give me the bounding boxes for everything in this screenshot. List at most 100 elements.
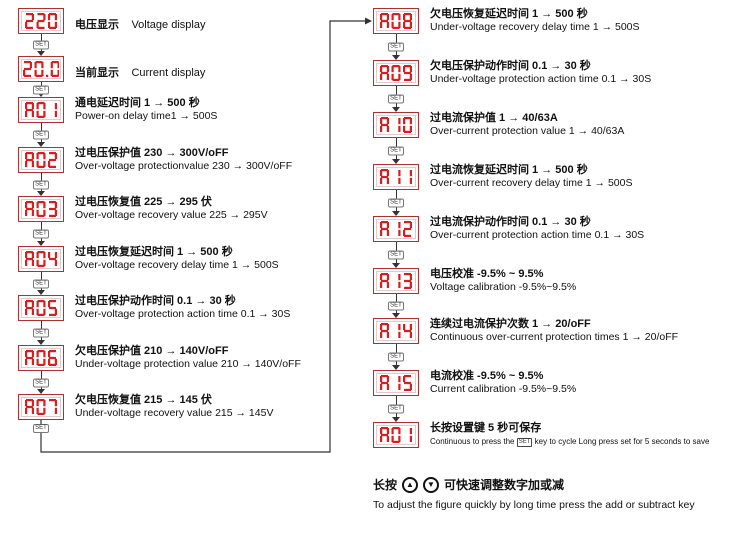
flow-item-a08: 欠电压恢复延迟时间 1 → 500 秒 Under-voltage recove…	[373, 8, 640, 34]
arrow-down-icon	[37, 51, 45, 56]
triangle-up-icon: ▲	[406, 479, 414, 489]
item-label-zh: 欠电压恢复延迟时间 1 → 500 秒	[430, 8, 588, 20]
set-key-icon: SET	[33, 328, 49, 338]
item-description: 电流校准 -9.5% ~ 9.5% Current calibration -9…	[430, 370, 576, 396]
adjust-hint-zh: 可快速调整数字加或减	[444, 478, 565, 492]
flow-item-a15: 电流校准 -9.5% ~ 9.5% Current calibration -9…	[373, 370, 576, 396]
seven-segment-display	[18, 8, 64, 34]
set-key-icon: SET	[388, 352, 404, 362]
seven-segment-display	[18, 246, 64, 272]
flow-item-a10: 过电流保护值 1 → 40/63A Over-current protectio…	[373, 112, 624, 138]
flow-connector: SET	[388, 86, 404, 112]
item-label-zh: 欠电压保护动作时间 0.1 → 30 秒	[430, 60, 591, 72]
flow-item-a05: 过电压保护动作时间 0.1 → 30 秒 Over-voltage protec…	[18, 295, 290, 321]
item-label-en: Under-voltage recovery value 215 → 145V	[75, 407, 274, 419]
set-key-icon: SET	[33, 424, 49, 433]
set-key-icon: SET	[33, 279, 49, 288]
set-key-icon: SET	[388, 146, 404, 156]
item-description: 过电压恢复延迟时间 1 → 500 秒 Over-voltage recover…	[75, 246, 279, 272]
item-description: 过电压保护值 230 → 300V/oFF Over-voltage prote…	[75, 147, 292, 173]
item-description: 过电流保护动作时间 0.1 → 30 秒 Over-current protec…	[430, 216, 644, 242]
item-label-en: Under-voltage protection action time 0.1…	[430, 73, 652, 85]
flow-connector: SET	[33, 371, 49, 394]
item-label-en: Under-voltage recovery delay time 1 → 50…	[430, 21, 640, 33]
arrow-down-icon	[392, 159, 400, 164]
item-description: 过电流保护值 1 → 40/63A Over-current protectio…	[430, 112, 624, 138]
seven-segment-display	[18, 196, 64, 222]
seven-segment-display	[18, 394, 64, 420]
item-description: 过电压保护动作时间 0.1 → 30 秒 Over-voltage protec…	[75, 295, 290, 321]
flow-item-current-display: 当前显示 Current display	[18, 56, 205, 82]
item-label-zh: 过电压保护动作时间 0.1 → 30 秒	[75, 295, 236, 307]
item-label-en: Continuous over-current protection times…	[430, 331, 679, 343]
set-key-icon: SET	[33, 229, 49, 239]
item-description: 过电压恢复值 225 → 295 伏 Over-voltage recovery…	[75, 196, 268, 222]
item-label-en: Over-voltage protectionvalue 230 → 300V/…	[75, 160, 293, 172]
item-label-zh: 过电压恢复值 225 → 295 伏	[75, 196, 212, 208]
seven-segment-display	[18, 345, 64, 371]
item-description: 欠电压保护值 210 → 140V/oFF Under-voltage prot…	[75, 345, 301, 371]
flow-item-a09: 欠电压保护动作时间 0.1 → 30 秒 Under-voltage prote…	[373, 60, 651, 86]
item-description: 过电流恢复延迟时间 1 → 500 秒 Over-current recover…	[430, 164, 633, 190]
item-label-en: Current calibration -9.5%~9.5%	[430, 383, 577, 395]
item-label-en: Current display	[131, 67, 206, 79]
flow-connector: SET	[388, 138, 404, 164]
item-label-zh: 欠电压恢复值 215 → 145 伏	[75, 394, 212, 406]
triangle-down-icon: ▼	[427, 479, 435, 489]
item-label-zh: 过电流保护动作时间 0.1 → 30 秒	[430, 216, 591, 228]
arrow-down-icon	[392, 211, 400, 216]
item-label-en: Over-voltage protection action time 0.1 …	[75, 308, 291, 320]
set-key-icon: SET	[33, 130, 49, 140]
seven-segment-display	[373, 268, 419, 294]
item-label-zh: 过电压恢复延迟时间 1 → 500 秒	[75, 246, 233, 258]
item-label-en: Voltage display	[131, 19, 206, 31]
set-key-icon: SET	[388, 404, 404, 414]
item-label-zh: 电压校准 -9.5% ~ 9.5%	[430, 268, 544, 280]
set-key-icon: SET	[388, 250, 404, 260]
flow-item-save: 长按设置键 5 秒可保存 Continuous to press the SET…	[373, 422, 709, 448]
flow-item-a01: 通电延迟时间 1 → 500 秒 Power-on delay time1 → …	[18, 97, 217, 123]
item-description: 欠电压恢复延迟时间 1 → 500 秒 Under-voltage recove…	[430, 8, 640, 34]
flow-connector: SET	[388, 34, 404, 60]
seven-segment-display	[18, 97, 64, 123]
flow-item-a11: 过电流恢复延迟时间 1 → 500 秒 Over-current recover…	[373, 164, 633, 190]
arrow-down-icon	[37, 290, 45, 295]
item-label-zh: 连续过电流保护次数 1 → 20/oFF	[430, 318, 591, 330]
set-key-icon: SET	[388, 198, 404, 208]
flow-connector: SET	[33, 82, 49, 97]
item-label-zh: 长按设置键 5 秒可保存	[430, 422, 542, 434]
flow-item-a06: 欠电压保护值 210 → 140V/oFF Under-voltage prot…	[18, 345, 301, 371]
set-key-icon: SET	[33, 40, 49, 50]
set-key-icon: SET	[33, 378, 49, 387]
adjust-hint-en: To adjust the figure quickly by long tim…	[373, 499, 695, 511]
item-label-en: Continuous to press the SET key to cycle…	[430, 435, 709, 448]
flow-connector: SET	[33, 272, 49, 295]
item-label-en: Voltage calibration -9.5%~9.5%	[430, 281, 577, 293]
item-label-zh: 当前显示	[75, 67, 119, 79]
item-label-en: Over-voltage recovery delay time 1 → 500…	[75, 259, 279, 271]
arrow-down-icon	[37, 389, 45, 394]
adjust-hint-row: 长按 ▲ ▼ 可快速调整数字加或减	[373, 476, 564, 493]
set-key-icon: SET	[33, 180, 49, 189]
long-press-label: 长按	[373, 478, 398, 492]
arrow-down-icon	[37, 191, 45, 196]
flow-item-a14: 连续过电流保护次数 1 → 20/oFF Continuous over-cur…	[373, 318, 678, 344]
arrow-down-icon	[392, 107, 400, 112]
arrow-down-icon	[392, 417, 400, 422]
increase-button-icon: ▲	[402, 476, 419, 493]
item-description: 通电延迟时间 1 → 500 秒 Power-on delay time1 → …	[75, 97, 217, 123]
set-key-icon: SET	[388, 301, 404, 311]
flow-item-a07: 欠电压恢复值 215 → 145 伏 Under-voltage recover…	[18, 394, 273, 420]
item-label-en: Over-current protection action time 0.1 …	[430, 229, 645, 241]
seven-segment-display	[18, 56, 64, 82]
arrow-down-icon	[37, 340, 45, 345]
flow-item-a12: 过电流保护动作时间 0.1 → 30 秒 Over-current protec…	[373, 216, 644, 242]
item-description: 电压校准 -9.5% ~ 9.5% Voltage calibration -9…	[430, 268, 576, 294]
set-key-icon: SET	[388, 42, 404, 52]
arrow-down-icon	[392, 263, 400, 268]
item-label-en: Power-on delay time1 → 500S	[75, 110, 218, 122]
flow-connector: SET	[33, 222, 49, 246]
flow-connector: SET	[388, 294, 404, 318]
seven-segment-display	[18, 147, 64, 173]
